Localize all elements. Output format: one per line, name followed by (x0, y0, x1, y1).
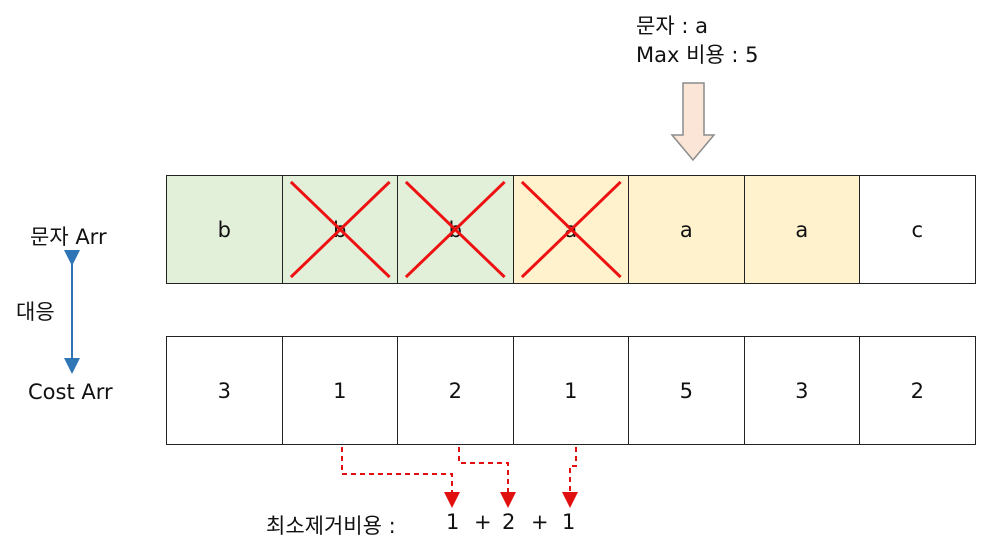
char-arr-label: 문자 Arr (30, 225, 107, 249)
cost-cell-text: 3 (795, 378, 809, 403)
cost-cell-text: 3 (217, 378, 231, 403)
min-removal-term-2: 2 (502, 510, 516, 534)
cost-arr-label: Cost Arr (28, 380, 113, 404)
char-cell: c (859, 175, 976, 284)
cost-cell: 3 (166, 336, 283, 445)
cost-cell: 3 (743, 336, 860, 445)
char-cell-text: b (448, 217, 462, 242)
char-cell-text: a (564, 217, 578, 242)
char-cell-text: c (911, 217, 924, 242)
char-cell-text: a (795, 217, 809, 242)
plus-operator-2: + (531, 510, 549, 534)
cost-array: 3 1 2 1 5 3 2 (166, 336, 976, 445)
cost-cell-text: 5 (679, 378, 693, 403)
cost-cell: 1 (512, 336, 629, 445)
correspond-label: 대응 (16, 300, 55, 324)
char-cell-text: b (333, 217, 347, 242)
dashed-arrow-1 (341, 447, 460, 508)
min-removal-term-3: 1 (562, 510, 576, 534)
dashed-arrow-2 (458, 447, 516, 508)
annotation-max-cost: Max 비용 : 5 (636, 43, 759, 67)
cost-cell-text: 2 (448, 378, 462, 403)
cost-cell: 2 (397, 336, 514, 445)
min-removal-term-1: 1 (446, 510, 460, 534)
pointer-down-arrow-icon (670, 82, 716, 162)
char-cell: a (743, 175, 860, 284)
cost-cell: 2 (859, 336, 976, 445)
cost-cell-text: 1 (333, 378, 347, 403)
char-cell-text: a (679, 217, 693, 242)
annotation-char: 문자 : a (636, 14, 708, 38)
cost-cell: 1 (281, 336, 398, 445)
dashed-arrow-3 (562, 447, 578, 508)
min-removal-label: 최소제거비용 : (266, 514, 396, 538)
char-cell: a (628, 175, 745, 284)
cost-cell-text: 2 (910, 378, 924, 403)
char-cell: b (166, 175, 283, 284)
plus-operator-1: + (474, 510, 492, 534)
cost-cell: 5 (628, 336, 745, 445)
cost-cell-text: 1 (564, 378, 578, 403)
char-cell-text: b (217, 217, 231, 242)
